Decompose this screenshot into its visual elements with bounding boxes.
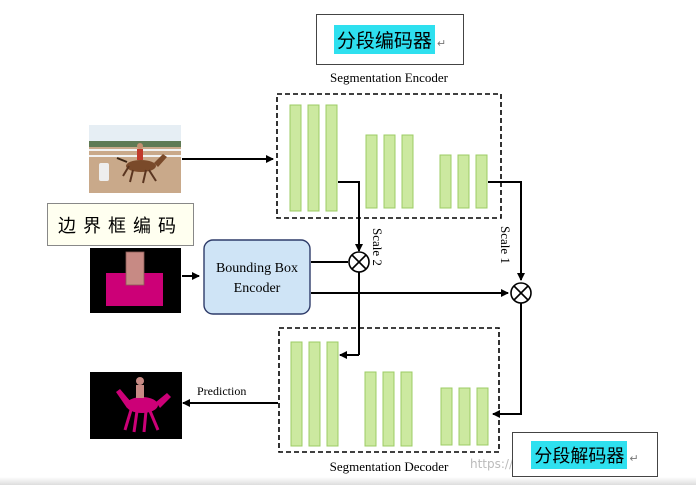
decoder-feature-maps: [290, 341, 489, 447]
segmentation-encoder-box: [276, 93, 502, 219]
bbox-cn-label: 边界框编码: [47, 203, 194, 246]
scale2-multiply-icon: [348, 251, 370, 273]
bbox-encoder-label-line2: Encoder: [234, 281, 281, 296]
scale1-connector: [488, 181, 525, 281]
input-image: [89, 125, 181, 193]
segmentation-decoder-label: Segmentation Decoder: [330, 459, 449, 474]
bbox-cn-text: 边界框编码: [58, 215, 183, 237]
segmentation-encoder-label: Segmentation Encoder: [330, 70, 449, 85]
encoder-feature-maps: [289, 104, 488, 212]
bbox-encoder-label-line1: Bounding Box: [216, 261, 298, 276]
scale1-multiply-icon: [510, 282, 532, 304]
paragraph-mark-icon: ↵: [629, 452, 639, 465]
scale2-label: Scale 2: [370, 228, 385, 266]
output-mask: [90, 372, 182, 439]
segmentation-encoder-cn-text: 分段编码器: [333, 25, 435, 54]
scale1-label: Scale 1: [498, 226, 513, 264]
paragraph-mark-icon: ↵: [436, 37, 447, 50]
prediction-label: Prediction: [197, 384, 246, 398]
segmentation-decoder-cn-label: 分段解码器 ↵: [512, 432, 658, 477]
segmentation-encoder-cn-label: 分段编码器 ↵: [316, 14, 464, 65]
segmentation-decoder-box: [278, 327, 500, 453]
scale1-to-decoder-arrow: [492, 303, 522, 418]
cropped-text-strip: [0, 477, 696, 485]
bounding-box-encoder: [203, 239, 311, 315]
segmentation-decoder-cn-text: 分段解码器: [531, 440, 628, 469]
scale2-connector: [338, 181, 363, 252]
input-mask: [90, 248, 181, 313]
